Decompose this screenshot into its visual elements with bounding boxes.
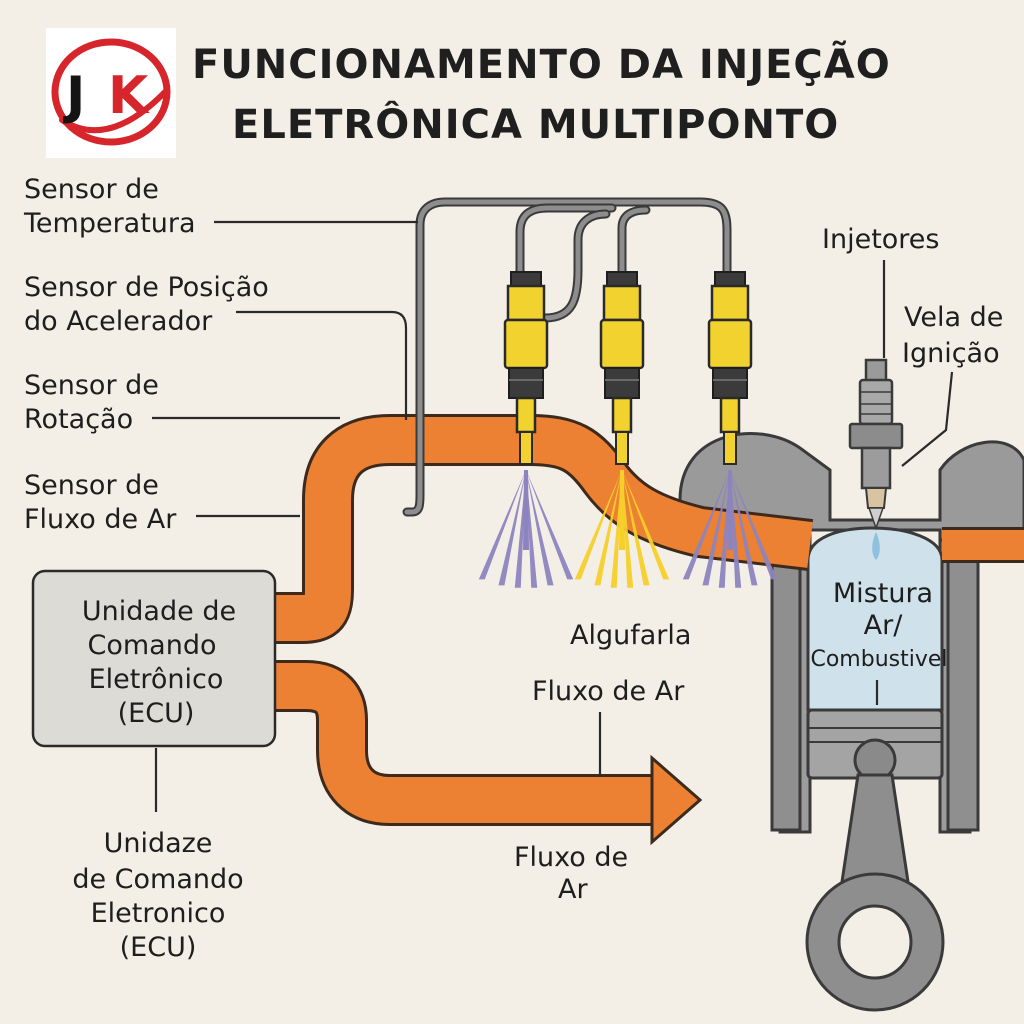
sensor-air-flow-label-line-1: Sensor de bbox=[24, 470, 159, 501]
sensor-rotation-label-line-1: Sensor de bbox=[24, 370, 159, 401]
ecu-box bbox=[31, 569, 277, 748]
page-title-line-2: ELETRÔNICA MULTIPONTO bbox=[232, 100, 839, 148]
spark-plug bbox=[848, 358, 904, 560]
spark-plug-label-line-1: Vela de bbox=[904, 302, 1003, 333]
logo: J K bbox=[46, 28, 176, 158]
spray-label: Algufarla bbox=[570, 620, 691, 651]
injectors bbox=[503, 271, 753, 465]
ecu-box-line-2: Comando bbox=[88, 630, 217, 661]
spark-plug-leader bbox=[901, 371, 954, 467]
air-flow-lower-label-line-1: Fluxo de bbox=[514, 842, 628, 873]
spark-drop-icon bbox=[872, 532, 880, 560]
sensor-air-flow-label-line-2: Fluxo de Ar bbox=[24, 504, 177, 535]
sensor-throttle-leader bbox=[236, 310, 408, 420]
mixture-label-line-3: Combustivel bbox=[810, 647, 947, 672]
sensor-temperature-label-line-2: Temperatura bbox=[23, 208, 196, 239]
ecu-caption-line-1: Unidaze bbox=[104, 828, 213, 859]
logo-letter-k: K bbox=[108, 66, 150, 126]
ecu-caption-line-2: de Comando bbox=[72, 864, 243, 895]
mixture-label-line-2: Ar/ bbox=[864, 610, 904, 641]
sensor-throttle-label-line-1: Sensor de Posição bbox=[24, 272, 269, 303]
ecu-box-line-1: Unidade de bbox=[82, 596, 236, 627]
spark-plug-label-line-2: Ignição bbox=[902, 338, 1000, 369]
fuel-spray-3 bbox=[682, 470, 778, 588]
sensor-rotation-label-line-2: Rotação bbox=[24, 404, 133, 435]
air-flow-arrow bbox=[274, 663, 660, 823]
injector-2 bbox=[599, 271, 645, 465]
sensor-throttle-label-line-2: do Acelerador bbox=[24, 306, 213, 337]
injectors-label: Injetores bbox=[822, 224, 939, 255]
ecu-box-line-4: (ECU) bbox=[118, 698, 195, 729]
combustion-chamber bbox=[806, 526, 944, 712]
air-flow-upper-label: Fluxo de Ar bbox=[532, 676, 685, 707]
injector-1 bbox=[503, 271, 549, 465]
ecu-caption-line-3: Eletronico bbox=[91, 898, 226, 929]
fuel-spray-1 bbox=[478, 470, 574, 588]
injector-3 bbox=[707, 271, 753, 465]
air-flow-lower-label-line-2: Ar bbox=[558, 874, 588, 905]
air-flow-arrow-head bbox=[650, 754, 703, 846]
ecu-box-line-3: Eletrônico bbox=[89, 664, 224, 695]
logo-letter-j: J bbox=[63, 66, 85, 126]
ecu-caption-line-4: (ECU) bbox=[120, 932, 197, 963]
page-title-line-1: FUNCIONAMENTO DA INJEÇÃO bbox=[192, 39, 891, 88]
logo-background bbox=[46, 28, 176, 158]
fuel-sprays bbox=[478, 470, 778, 588]
mixture-label-line-1: Mistura bbox=[833, 578, 933, 609]
sensor-wiring bbox=[402, 197, 732, 517]
logo-swoosh bbox=[59, 89, 168, 134]
fuel-spray-2 bbox=[574, 470, 670, 588]
sensor-temperature-label-line-1: Sensor de bbox=[24, 174, 159, 205]
